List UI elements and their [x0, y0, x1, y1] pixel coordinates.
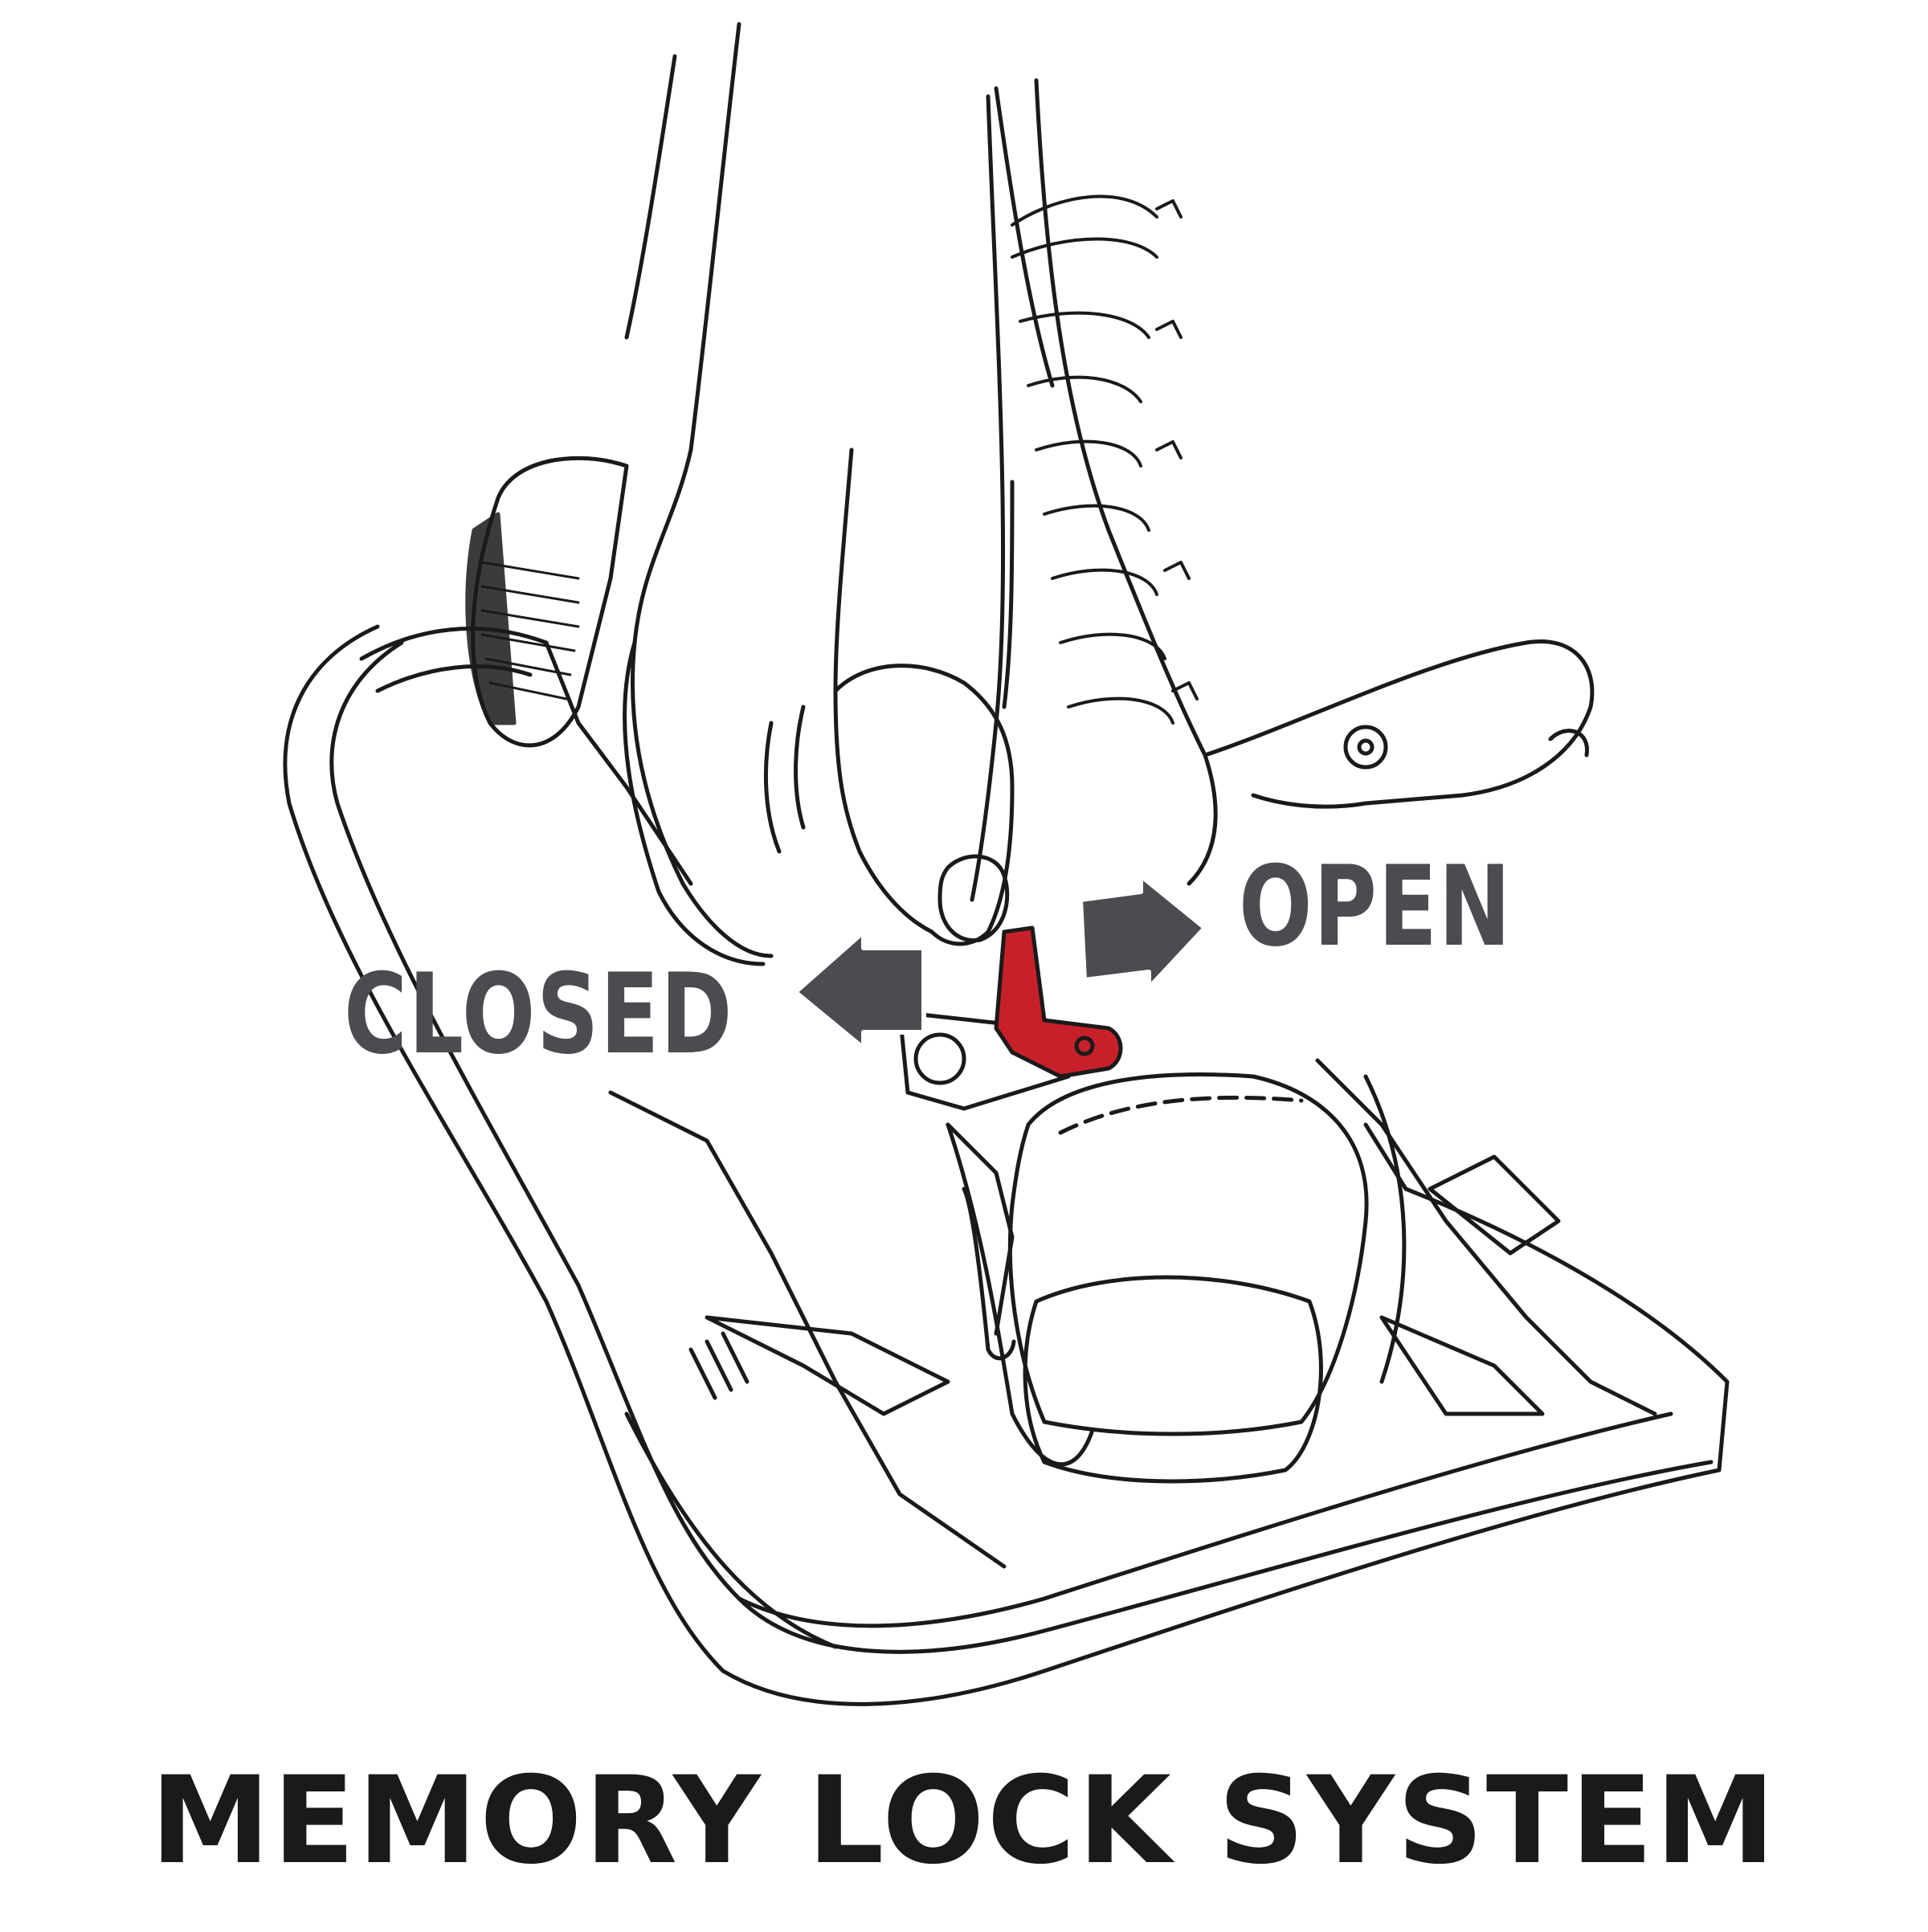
right-deck-rivet: [1343, 725, 1388, 770]
decking-detail-left: [688, 1331, 750, 1400]
boot-heel: [623, 640, 766, 966]
decking-panel-1: [705, 1315, 950, 1416]
lace-hooks: [1155, 199, 1199, 701]
binding-heel-cup: [1023, 1275, 1323, 1484]
binding-strap-left: [946, 1122, 1095, 1467]
frame-crossbar-left-inner: [375, 664, 533, 693]
decking-left-rail: [608, 1090, 1007, 1569]
lever-rivet: [1074, 1035, 1095, 1056]
diagram-caption: MEMORY LOCK SYSTEM: [150, 1751, 1778, 1891]
hand-outline: [833, 664, 1015, 946]
boot-laces: [1011, 194, 1174, 725]
boot-right-outline: [1034, 78, 1218, 886]
heel-riser-face: [465, 512, 517, 725]
binding-dashed-edge: [1058, 1095, 1304, 1135]
binding-strap-right: [1363, 1074, 1407, 1384]
heel-riser-ribs: [480, 561, 580, 701]
right-deck-tip: [1548, 729, 1589, 758]
binding-slot: [962, 1187, 1016, 1361]
closed-label: CLOSED: [344, 950, 734, 1079]
snowshoe-frame-inner: [329, 640, 1673, 1628]
decking-panel-3: [1428, 1154, 1561, 1256]
decking-panel-2: [1379, 1315, 1545, 1416]
snowshoe-frame-outer: [283, 624, 1730, 1706]
right-deck-extension: [1203, 639, 1595, 809]
frame-crossbar-left: [359, 627, 693, 886]
boot-tongue: [970, 94, 1006, 902]
hand-thumb: [937, 854, 1010, 943]
binding-tray: [1007, 1072, 1369, 1436]
boot-left-outline: [631, 22, 774, 958]
snowshoe-tail-curve: [737, 1460, 1714, 1654]
frame-bottom-edge: [624, 1411, 838, 1649]
binding-toe-bar: [946, 1122, 1015, 1336]
arrow-right-icon: [1078, 873, 1207, 991]
decking-right-rail: [1315, 1058, 1657, 1416]
arrow-left-icon: [793, 929, 926, 1051]
right-deck-rivet-center: [1357, 738, 1375, 756]
boot-cuff: [624, 54, 1055, 388]
pivot-hole: [913, 1032, 966, 1085]
hand-fingers: [763, 705, 806, 854]
wrist: [833, 447, 1015, 709]
open-label: OPEN: [1239, 842, 1513, 971]
